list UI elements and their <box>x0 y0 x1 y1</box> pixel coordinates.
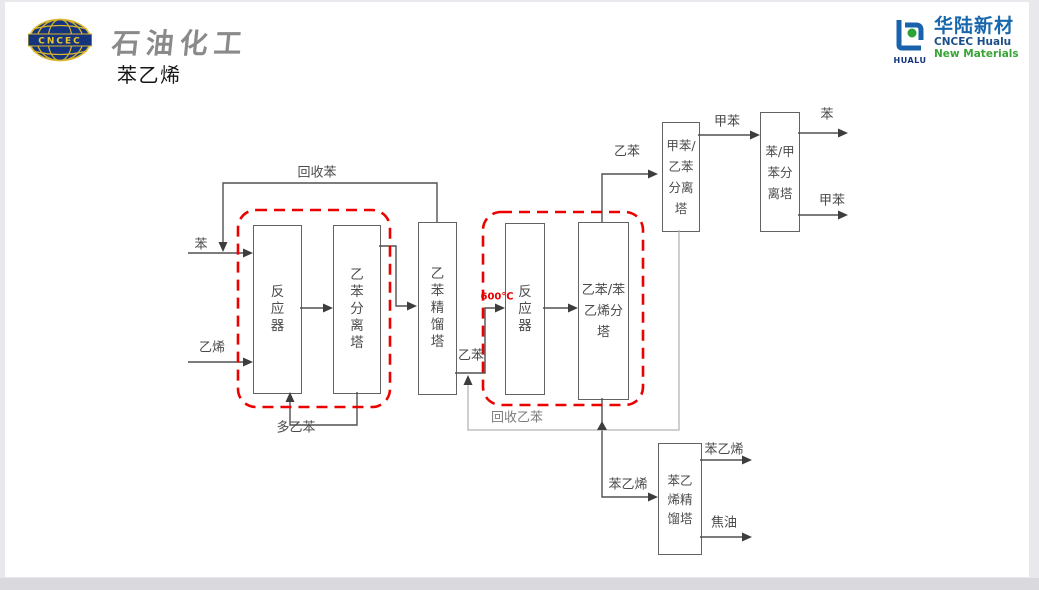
arrow-toluene-out <box>838 210 848 220</box>
hualu-mark-outer <box>896 20 921 51</box>
arrow-benzene-out <box>838 128 848 138</box>
hualu-name-cn: 华陆新材 <box>934 15 1015 37</box>
label-recycle-benzene: 回收苯 <box>297 165 337 181</box>
hualu-mark: HUALU <box>889 16 931 65</box>
label-styrene-mid: 苯乙烯 <box>608 477 648 493</box>
label-poly-eb: 多乙苯 <box>276 420 316 436</box>
hualu-mark-inner <box>905 22 924 40</box>
arrow-toluene-mid <box>750 130 760 140</box>
logo-text: CNCEC <box>38 37 82 47</box>
line-poly-eb-recycle <box>289 392 358 426</box>
box-reactor2: 反 应 器 <box>505 223 545 395</box>
arrow-recycle-eb <box>463 375 473 385</box>
arrow-styrene-mid <box>648 492 658 502</box>
globe-parallel-top <box>32 24 88 30</box>
hualu-mark-icon <box>896 20 924 51</box>
label-styrene-out: 苯乙烯 <box>704 442 744 458</box>
line-styrene-to-dist <box>601 398 650 498</box>
arrow-poly-eb <box>285 392 295 402</box>
box-styrene-distillation-tower: 苯乙 烯精 馏塔 <box>658 443 702 555</box>
arrow-ethylene-feed <box>243 357 253 367</box>
arrow-into-ebdist <box>407 301 417 311</box>
box-toluene-eb-splitter: 甲苯/ 乙苯 分离 塔 <box>662 122 700 232</box>
line-crossing-hop <box>597 421 607 430</box>
bottom-bar <box>0 578 1039 590</box>
arrow-styrene-out <box>742 455 752 465</box>
dashed-group-dehydrogenation <box>481 210 645 407</box>
arrowheads <box>218 128 848 542</box>
label-recycle-eb: 回收乙苯 <box>490 410 544 426</box>
arrow-eb-overhead <box>648 169 658 179</box>
red-dashed-groups <box>236 208 645 409</box>
arrow-reactor1-out <box>323 303 333 313</box>
arrow-into-reactor2 <box>495 303 505 313</box>
box-eb-styrene-splitter: 乙苯/苯 乙烯分 塔 <box>578 222 629 400</box>
arrow-recycle-benzene <box>218 242 228 252</box>
hualu-name-en1: CNCEC Hualu <box>934 36 1012 48</box>
label-toluene-mid: 甲苯 <box>713 114 741 130</box>
flow-lines <box>188 132 840 538</box>
line-ebsep-to-ebdist <box>379 245 409 307</box>
arrow-tar-out <box>742 532 752 542</box>
line-recycle-benzene <box>222 182 438 243</box>
page-title: 苯乙烯 <box>117 63 182 87</box>
dashed-group-alkylation <box>236 208 392 409</box>
line-eb-to-reactor2 <box>455 307 497 374</box>
label-temperature: 600℃ <box>480 291 514 303</box>
label-ethylene-feed: 乙烯 <box>198 340 226 356</box>
label-toluene-out: 甲苯 <box>818 193 846 209</box>
hualu-mark-text: HUALU <box>893 56 927 65</box>
label-tar-out: 焦油 <box>710 515 738 531</box>
box-benzene-toluene-splitter: 苯/甲 苯分 离塔 <box>760 112 800 232</box>
hualu-text: 华陆新材 CNCEC Hualu New Materials <box>934 16 1019 65</box>
label-eb-top: 乙苯 <box>613 144 641 160</box>
box-reactor1: 反 应 器 <box>253 225 302 394</box>
cncec-logo-icon: CNCEC <box>28 18 92 62</box>
line-recycle-eb <box>467 230 680 431</box>
line-eb-overhead <box>601 173 650 222</box>
label-eb-mid: 乙苯 <box>457 348 485 364</box>
logo-band <box>28 33 92 47</box>
arrow-into-splitter <box>568 303 578 313</box>
box-eb-distillation-tower: 乙 苯 精 馏 塔 <box>418 222 457 395</box>
arrow-benzene-feed <box>243 248 253 258</box>
label-benzene-out: 苯 <box>820 107 834 123</box>
label-benzene-feed: 苯 <box>194 237 208 253</box>
hualu-mark-dot <box>907 28 917 38</box>
hualu-name-en2: New Materials <box>934 48 1019 60</box>
globe-parallel-bottom <box>32 50 88 56</box>
hualu-logo: HUALU 华陆新材 CNCEC Hualu New Materials <box>889 16 1019 66</box>
